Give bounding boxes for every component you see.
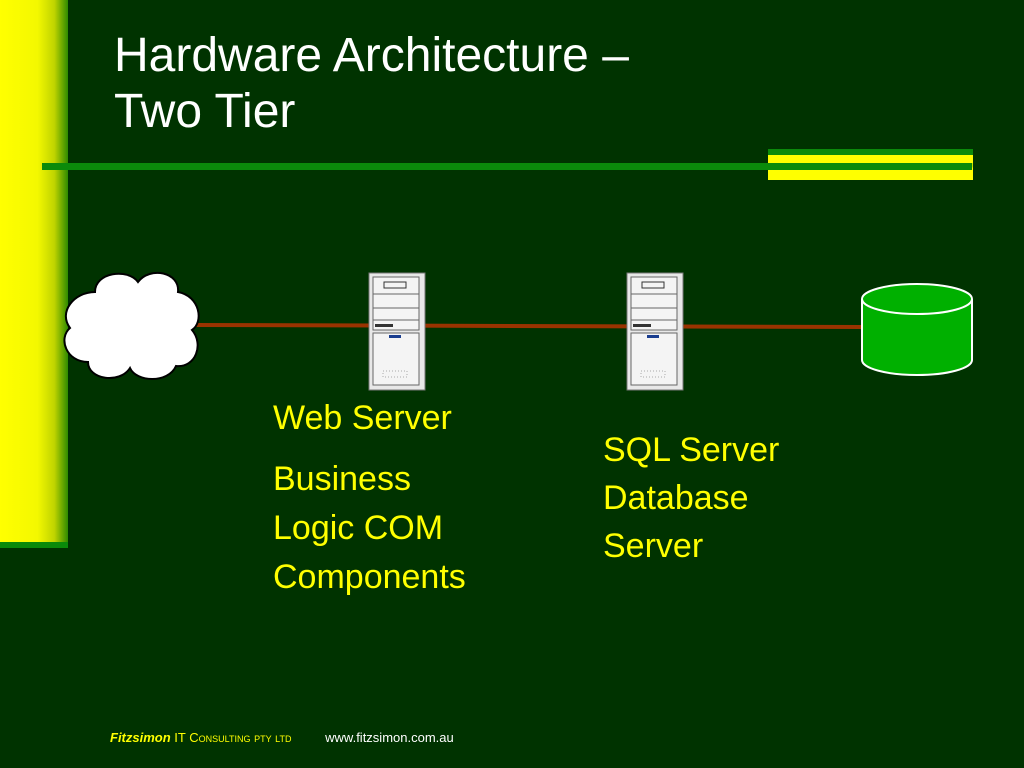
business-logic-line-1: Business (273, 460, 411, 498)
title-line-2: Two Tier (114, 85, 296, 138)
business-logic-line-3: Components (273, 558, 466, 596)
footer-brand: Fitzsimon (110, 730, 171, 745)
title-line-1: Hardware Architecture – (114, 29, 629, 82)
side-bar-edge (0, 542, 68, 548)
footer-company: IT Consulting pty ltd (174, 730, 292, 745)
sql-server-line-1: SQL Server (603, 431, 780, 469)
business-logic-label: Business Logic COM Components (273, 455, 466, 602)
server-tower-icon (626, 272, 684, 391)
title-rule (42, 163, 972, 170)
web-server-label: Web Server (273, 399, 452, 437)
slide-footer: Fitzsimon IT Consulting pty ltd www.fitz… (110, 730, 454, 745)
database-cylinder-icon (861, 283, 973, 376)
slide-title: Hardware Architecture – Two Tier (114, 28, 814, 140)
side-gradient-bar (0, 0, 68, 548)
sql-server-line-2: Database (603, 479, 749, 517)
cloud-icon (63, 272, 200, 380)
sql-server-label: SQL Server Database Server (603, 426, 779, 570)
sql-server-line-3: Server (603, 527, 704, 565)
server-tower-icon (368, 272, 426, 391)
network-link (194, 323, 863, 329)
footer-url[interactable]: www.fitzsimon.com.au (325, 730, 454, 745)
business-logic-line-2: Logic COM (273, 509, 444, 547)
